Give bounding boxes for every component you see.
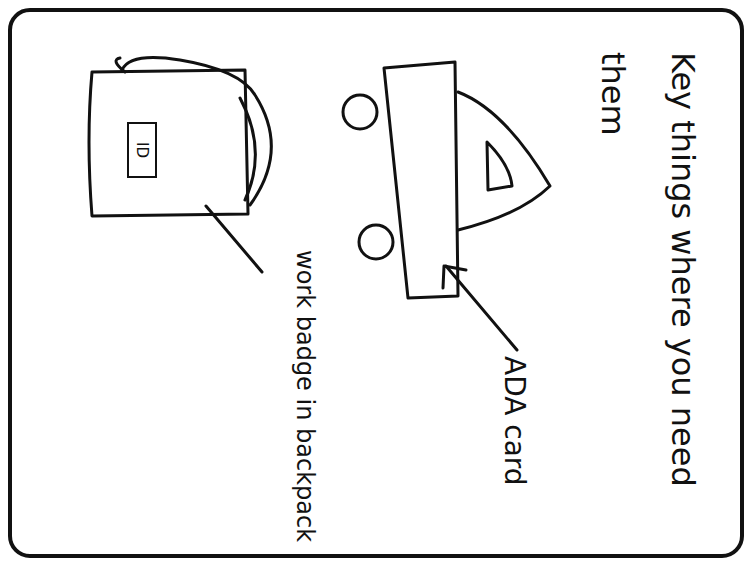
sketch-heading: Key things where you need them (578, 52, 718, 522)
id-badge-box: ID (127, 122, 157, 178)
callout-label: work badge in backpack (289, 250, 320, 542)
badge-leader (206, 206, 262, 272)
callout-label: ADA card (496, 356, 532, 486)
backpack-sketch (89, 58, 271, 216)
page-frame (10, 10, 742, 556)
ada-leader (443, 266, 517, 350)
car-sketch (343, 62, 550, 298)
badge-text: ID (133, 142, 151, 158)
